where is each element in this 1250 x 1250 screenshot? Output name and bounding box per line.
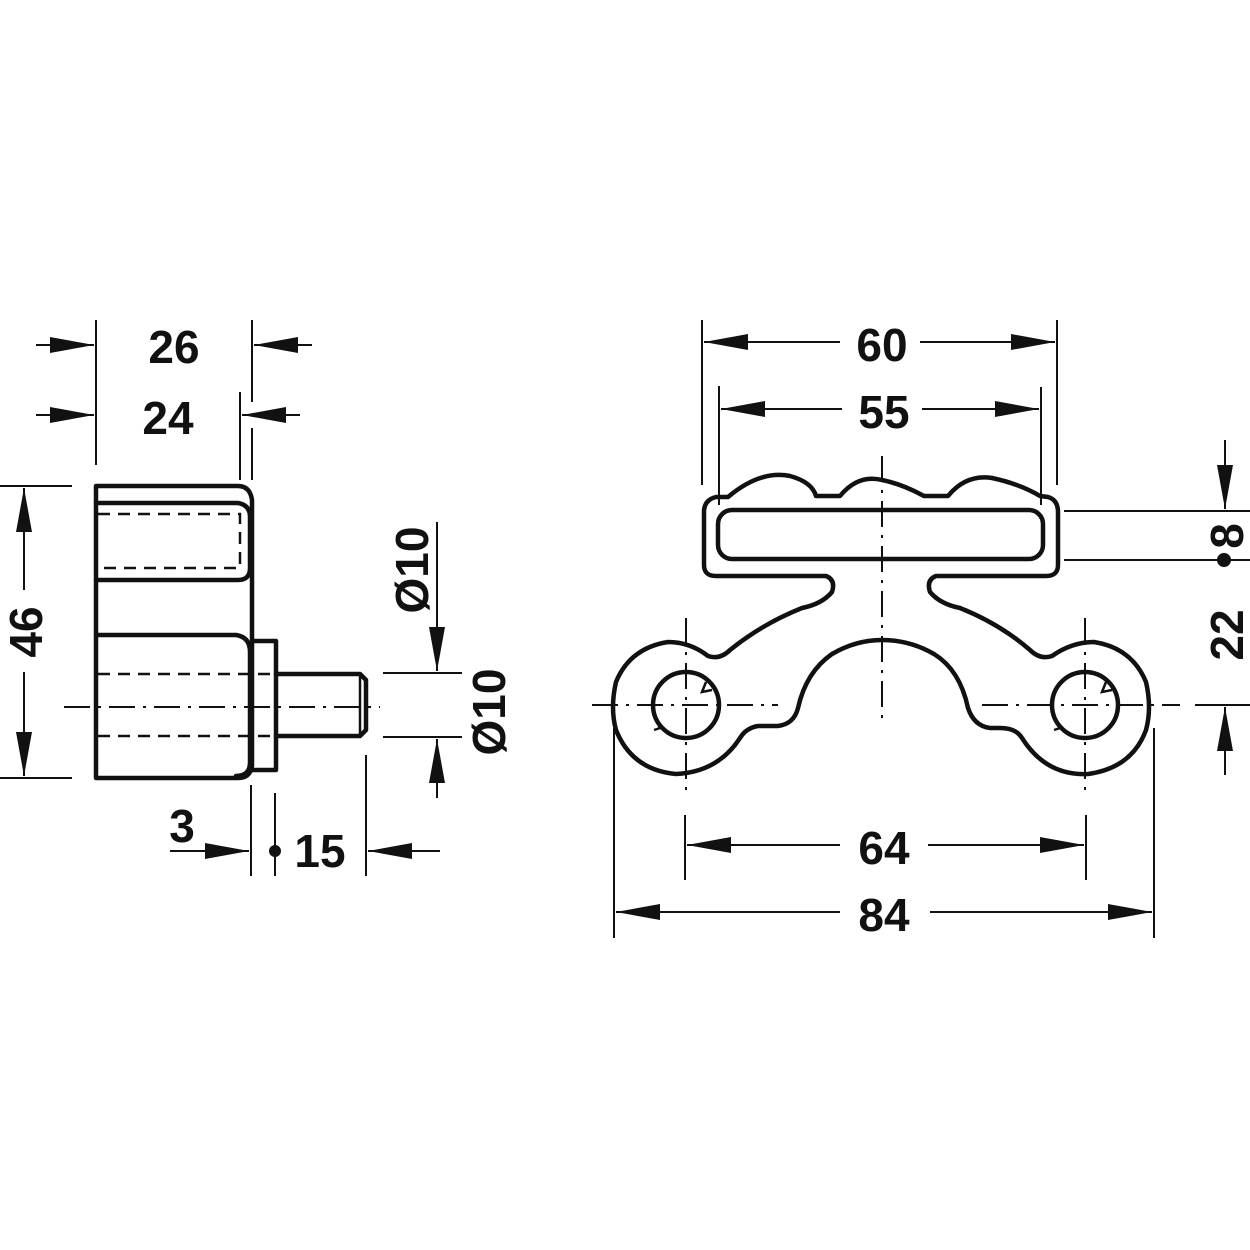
dim-offset-height: 22 [1201, 609, 1250, 660]
dim-collar: 3 [169, 800, 195, 852]
dim-outer-width: 60 [856, 319, 907, 371]
dim-hole-spacing: 64 [858, 822, 910, 874]
dim-pin-length: 15 [294, 825, 345, 877]
dim-slot-height: 8 [1201, 523, 1250, 549]
dim-pin-diameter-lower: Ø10 [463, 669, 515, 756]
dim-inner-width: 55 [858, 386, 909, 438]
dim-total-width: 84 [858, 889, 910, 941]
dim-width-outer: 26 [148, 321, 199, 373]
dim-width-inner: 24 [142, 392, 194, 444]
dim-height: 46 [0, 606, 52, 657]
side-view: 26 24 46 [0, 320, 515, 877]
dim-pin-diameter-upper: Ø10 [386, 527, 438, 614]
top-view: 60 55 8 22 [592, 319, 1250, 941]
